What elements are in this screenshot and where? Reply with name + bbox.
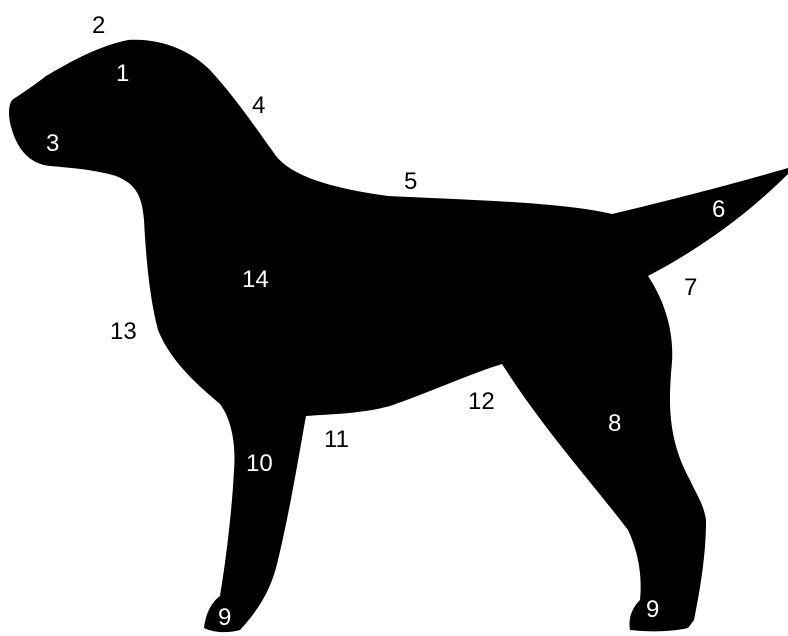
label-2: 2 <box>92 14 105 38</box>
label-10: 10 <box>246 452 273 476</box>
label-13: 13 <box>110 320 137 344</box>
label-11: 11 <box>324 428 349 452</box>
label-8: 8 <box>608 412 621 436</box>
label-7: 7 <box>684 276 697 300</box>
label-6: 6 <box>712 198 725 222</box>
label-1: 1 <box>116 62 129 86</box>
label-9-front-paw: 9 <box>218 606 231 630</box>
label-3: 3 <box>46 132 59 156</box>
label-12: 12 <box>468 390 495 414</box>
label-14: 14 <box>242 268 269 292</box>
label-4: 4 <box>252 94 265 118</box>
label-5: 5 <box>404 170 417 194</box>
label-9-rear-paw: 9 <box>646 598 659 622</box>
